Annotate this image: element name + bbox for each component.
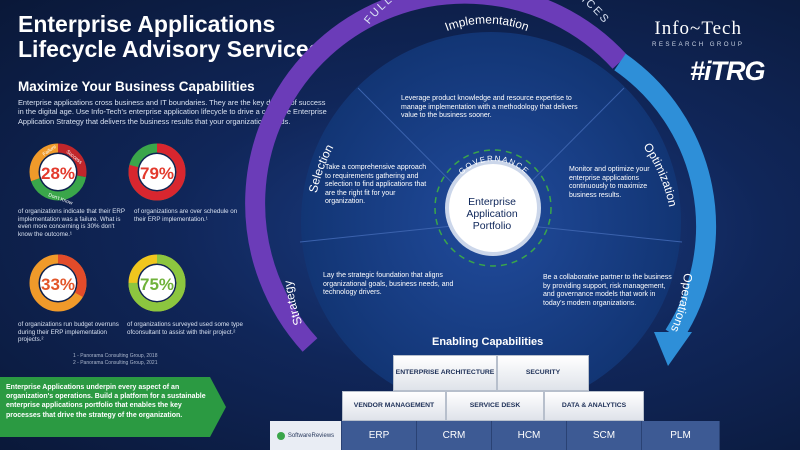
stat-ring-3: 33% — [29, 254, 87, 312]
portfolio-label: Enterprise Application Portfolio — [444, 196, 540, 232]
footnote-1: 1 - Panorama Consulting Group, 2018 — [73, 353, 158, 359]
stat-value-1: 28% — [41, 164, 75, 183]
enabling-capabilities-title: Enabling Capabilities — [432, 336, 544, 348]
callout-text: Enterprise Applications underpin every a… — [6, 384, 206, 419]
intro-paragraph: Enterprise applications cross business a… — [18, 98, 327, 126]
portfolio-line-1: Enterprise — [468, 196, 516, 208]
selection-text: Take a comprehensive approach to require… — [325, 164, 427, 206]
stat-label-3: of organizations run budget overruns dur… — [18, 321, 119, 344]
portfolio-line-3: Portfolio — [472, 220, 512, 232]
stat-value-3: 33% — [41, 275, 75, 294]
stat-ring-2: 79% — [128, 143, 186, 201]
governance-ring — [434, 149, 552, 267]
phase-implementation: Implementation — [443, 12, 531, 33]
optimization-text: Monitor and optimize your enterprise app… — [569, 166, 650, 199]
block-enterprise-architecture: ENTERPRISE ARCHITECTURE — [393, 355, 497, 391]
base-crm: CRM — [417, 421, 492, 450]
logo-sub-text: RESEARCH GROUP — [652, 41, 745, 48]
stat-label-4: of organizations surveyed used some type… — [127, 321, 243, 336]
logo-main-text: Info~Tech — [654, 18, 742, 39]
stat-label-1: of organizations indicate that their ERP… — [18, 208, 125, 238]
arc-arrowhead — [654, 332, 692, 366]
base-plm: PLM — [642, 421, 720, 450]
footnotes: 1 - Panorama Consulting Group, 2018 2 - … — [73, 353, 158, 366]
subtitle: Maximize Your Business Capabilities — [18, 79, 255, 94]
block-security: SECURITY — [497, 355, 589, 391]
itrg-hashtag: #iTRG — [690, 56, 766, 86]
softwarereviews-icon — [276, 431, 285, 440]
callout-arrow — [210, 377, 226, 437]
stat-value-4: 75% — [140, 275, 174, 294]
callout-box — [0, 377, 210, 437]
purple-arc — [245, 0, 628, 352]
strategy-text: Lay the strategic foundation that aligns… — [323, 272, 454, 297]
page-title: Enterprise Applications Lifecycle Adviso… — [18, 12, 338, 62]
base-erp: ERP — [342, 421, 417, 450]
footnote-2: 2 - Panorama Consulting Group, 2021 — [73, 359, 158, 366]
block-data-analytics: DATA & ANALYTICS — [544, 391, 644, 421]
title-line-1: Enterprise Applications — [18, 11, 276, 37]
portfolio-line-2: Application — [466, 208, 518, 220]
portfolio-circle — [445, 160, 541, 256]
blue-arc — [614, 53, 717, 341]
operations-text: Be a collaborative partner to the busine… — [543, 274, 672, 307]
title-line-2: Lifecycle Advisory Services — [18, 36, 322, 62]
base-scm: SCM — [567, 421, 642, 450]
softwarereviews-logo: SoftwareReviews — [270, 421, 342, 450]
stat-ring-1: 28% Failure Success Don't Know — [29, 143, 87, 207]
stat-ring-4: 75% — [128, 254, 186, 312]
stat-label-2: of organizations are over schedule on th… — [134, 208, 238, 223]
stat-value-2: 79% — [140, 164, 174, 183]
softwarereviews-text: SoftwareReviews — [287, 432, 335, 439]
block-vendor-management: VENDOR MANAGEMENT — [342, 391, 446, 421]
implementation-text: Leverage product knowledge and resource … — [401, 95, 578, 120]
block-service-desk: SERVICE DESK — [446, 391, 544, 421]
infotech-logo: Info~Tech RESEARCH GROUP — [652, 18, 744, 48]
base-hcm: HCM — [492, 421, 567, 450]
